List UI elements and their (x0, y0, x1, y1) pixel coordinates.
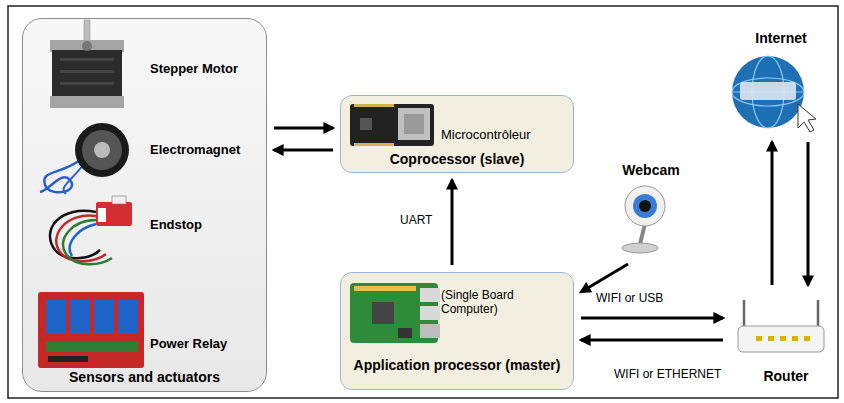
node-text: Microcontrôleur (441, 128, 573, 143)
arrow-connector (771, 142, 774, 285)
webcam-picture (622, 186, 665, 253)
arrow-connector (581, 339, 723, 342)
arrow-connector (274, 149, 333, 152)
arrow-connector (807, 142, 810, 285)
part-label: Endstop (150, 218, 202, 233)
node-heading: Coprocessor (slave) (341, 151, 573, 167)
edge-label: UART (398, 214, 434, 228)
arrow-connector (451, 180, 454, 265)
internet-globe-picture (732, 56, 816, 132)
arrow-connector (581, 264, 628, 292)
node-heading: Application processor (master) (341, 357, 573, 373)
node-heading: Router (730, 368, 842, 384)
arrow-connector (581, 317, 723, 320)
arrow-connector (274, 127, 333, 130)
node-heading: Webcam (600, 162, 702, 178)
outer-frame (8, 6, 838, 398)
router-picture (738, 300, 824, 352)
edge-label: WIFI or USB (594, 292, 665, 306)
node-text: (Single Board Computer) (441, 289, 556, 317)
part-label: Electromagnet (150, 143, 240, 158)
processor-box: MicrocontrôleurCoprocessor (slave) (340, 95, 574, 173)
node-heading: Internet (720, 30, 842, 46)
part-label: Power Relay (150, 337, 227, 352)
icon-node: Webcam (600, 162, 702, 257)
edge-label: WIFI or ETHERNET (612, 368, 723, 382)
part-label: Stepper Motor (150, 62, 238, 77)
processor-box: (Single Board Computer) Application proce… (340, 272, 574, 390)
node-heading: Sensors and actuators (23, 369, 266, 385)
icon-node: Router (730, 292, 842, 390)
icon-node: Internet (720, 30, 842, 135)
